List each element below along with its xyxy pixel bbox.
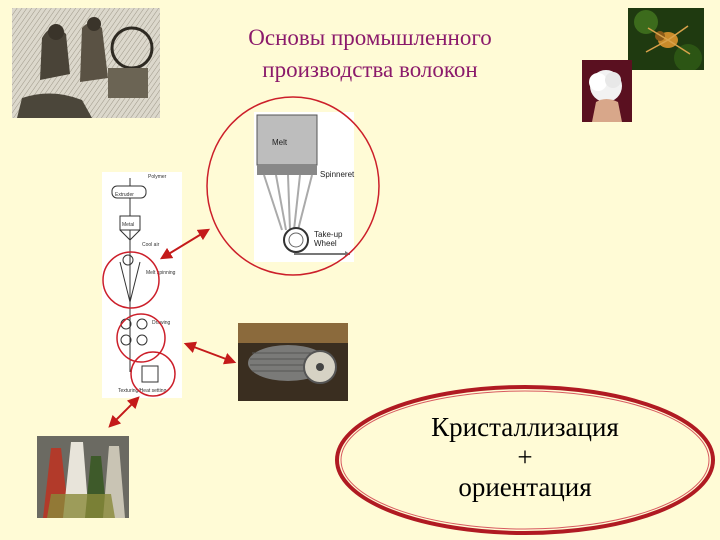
takeup-label-line2: Wheel	[314, 239, 337, 248]
flow-label-drawing: Drawing	[152, 320, 171, 326]
spider-photo	[628, 8, 704, 70]
cotton-photo	[582, 60, 632, 122]
highlight-ellipse-spinneret	[206, 96, 380, 276]
slide-title: Основы промышленного производства волоко…	[180, 22, 560, 86]
spinning-machine-photo	[238, 323, 348, 401]
result-ellipse	[335, 385, 715, 535]
flow-label-melt-spinning: Melt spinning	[146, 270, 176, 276]
spinneret-label: Spinneret	[320, 170, 355, 179]
flow-label-polymer: Polymer	[148, 174, 167, 180]
title-line-2: производства волокон	[262, 57, 478, 82]
engraving-weavers-image	[12, 8, 160, 118]
melt-label: Melt	[272, 138, 288, 147]
highlight-circles-flow	[102, 251, 176, 397]
process-flow-diagram: Polymer Extruder Metal Cool air Melt spi…	[102, 172, 182, 398]
title-line-1: Основы промышленного	[248, 25, 492, 50]
takeup-label-line1: Take-up	[314, 230, 343, 239]
flow-label-metal: Metal	[122, 222, 135, 228]
yarn-cones-photo	[37, 436, 129, 518]
flow-label-texturing: Texturing/Heat setting	[118, 388, 167, 394]
result-line-1: Кристаллизация	[431, 412, 619, 442]
arrow-flow-to-machine	[183, 341, 237, 365]
flow-label-cool-air: Cool air	[142, 242, 160, 248]
arrow-flow-to-spinneret	[159, 228, 211, 260]
result-text: Кристаллизация + ориентация	[340, 412, 710, 502]
flow-label-extruder: Extruder	[115, 192, 134, 198]
result-line-3: ориентация	[458, 472, 592, 502]
result-line-2: +	[517, 442, 533, 472]
melt-spinning-diagram: Melt Spinneret Take-up Wheel	[254, 112, 354, 262]
arrow-flow-to-yarn	[108, 396, 140, 428]
